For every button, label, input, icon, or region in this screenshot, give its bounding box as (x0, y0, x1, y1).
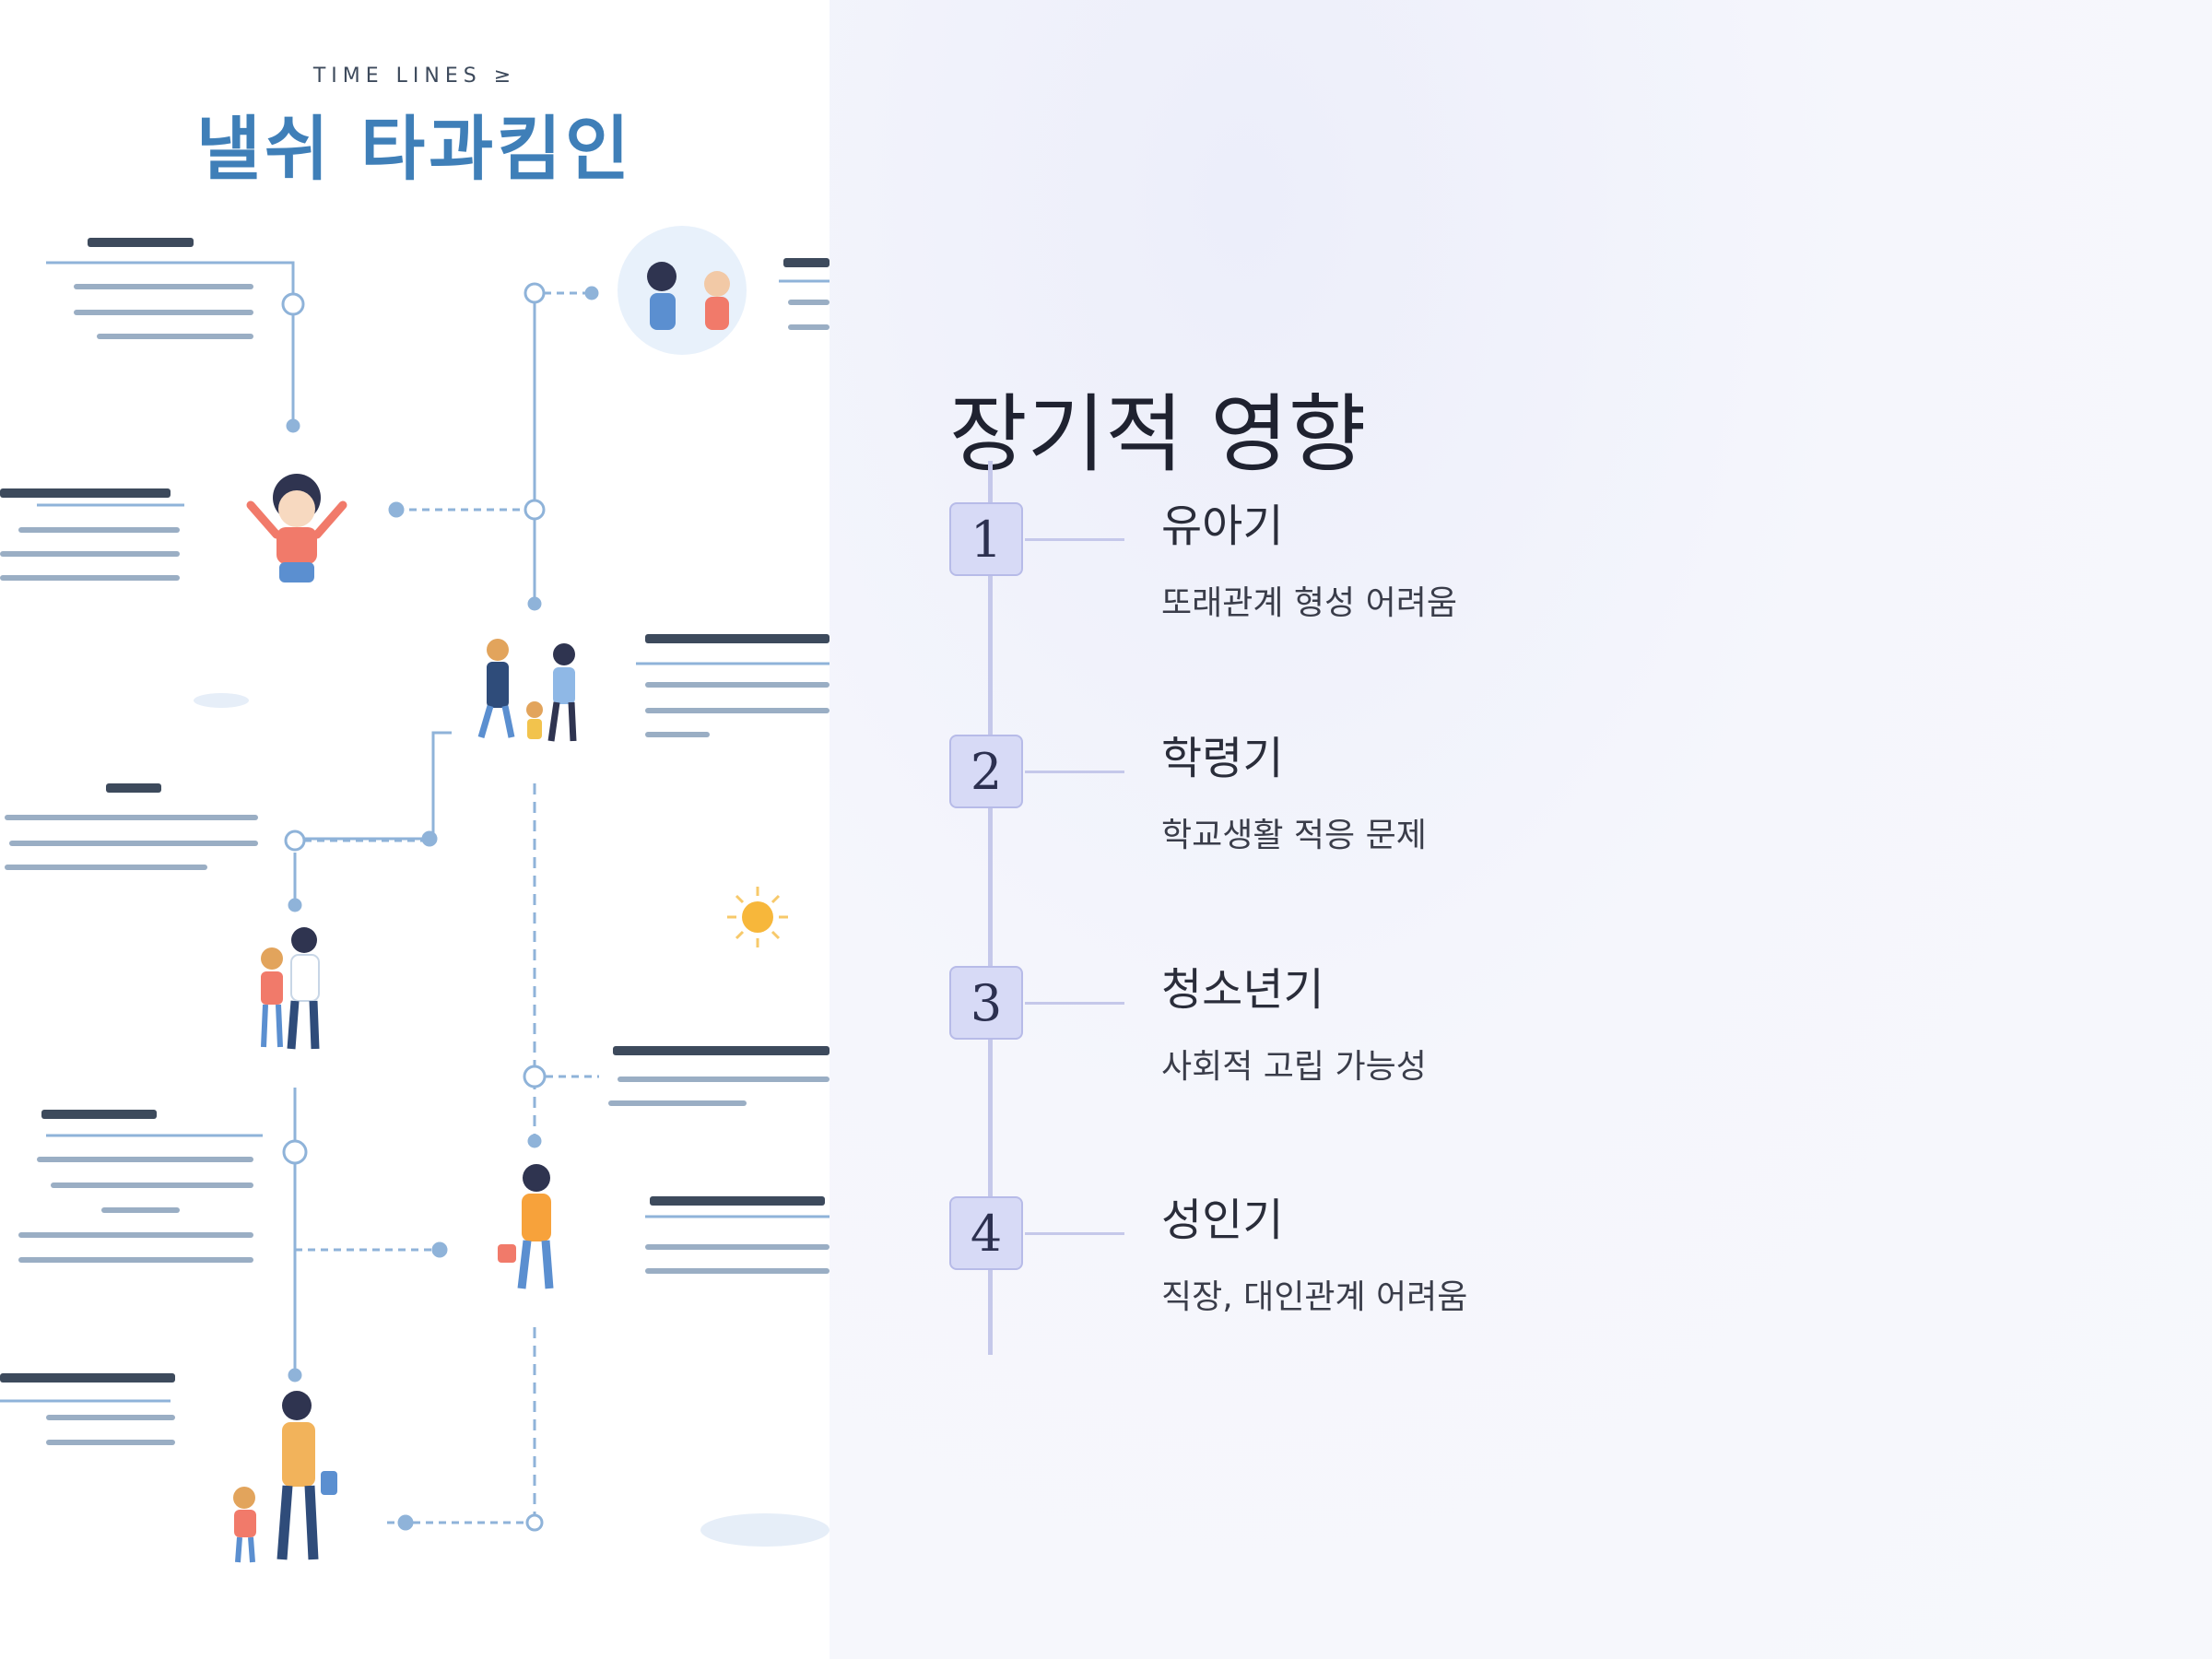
step-description: 학교생활 적응 문제 (1161, 817, 1427, 854)
step-title: 성인기 (1161, 1194, 1284, 1246)
step-number-badge: 1 (949, 502, 1023, 576)
step-number-badge: 3 (949, 966, 1023, 1040)
step-number-badge: 2 (949, 735, 1023, 808)
step-title: 유아기 (1161, 500, 1284, 552)
infographic-kicker: TIME LINES ≥ (312, 65, 517, 88)
timeline-step-3: 3 청소년기 사회적 고립 가능성 (949, 964, 2055, 1141)
step-title: 학령기 (1161, 733, 1284, 784)
step-connector (1025, 771, 1124, 773)
timeline-step-2: 2 학령기 학교생활 적응 문제 (949, 733, 2055, 910)
step-description: 사회적 고립 가능성 (1161, 1048, 1427, 1086)
timeline-step-4: 4 성인기 직장, 대인관계 어려움 (949, 1194, 2055, 1371)
timeline-step-1: 1 유아기 또래관계 형성 어려움 (949, 500, 2055, 677)
infographic-illustration (0, 226, 830, 1563)
step-description: 직장, 대인관계 어려움 (1161, 1278, 1468, 1316)
timeline-infographic-image: TIME LINES ≥ 낼쉬 타과킴인 (0, 0, 830, 1659)
slide-title: 장기적 영향 (949, 384, 1367, 484)
step-connector (1025, 1002, 1124, 1005)
step-connector (1025, 538, 1124, 541)
step-description: 또래관계 형성 어려움 (1161, 584, 1457, 622)
step-connector (1025, 1232, 1124, 1235)
infographic-title: 낼쉬 타과킴인 (196, 108, 633, 190)
step-number-badge: 4 (949, 1196, 1023, 1270)
slide-content: 장기적 영향 1 유아기 또래관계 형성 어려움 2 학령기 학교생활 적응 문… (830, 0, 2212, 1659)
step-title: 청소년기 (1161, 964, 1324, 1016)
timeline-line (988, 461, 993, 1355)
